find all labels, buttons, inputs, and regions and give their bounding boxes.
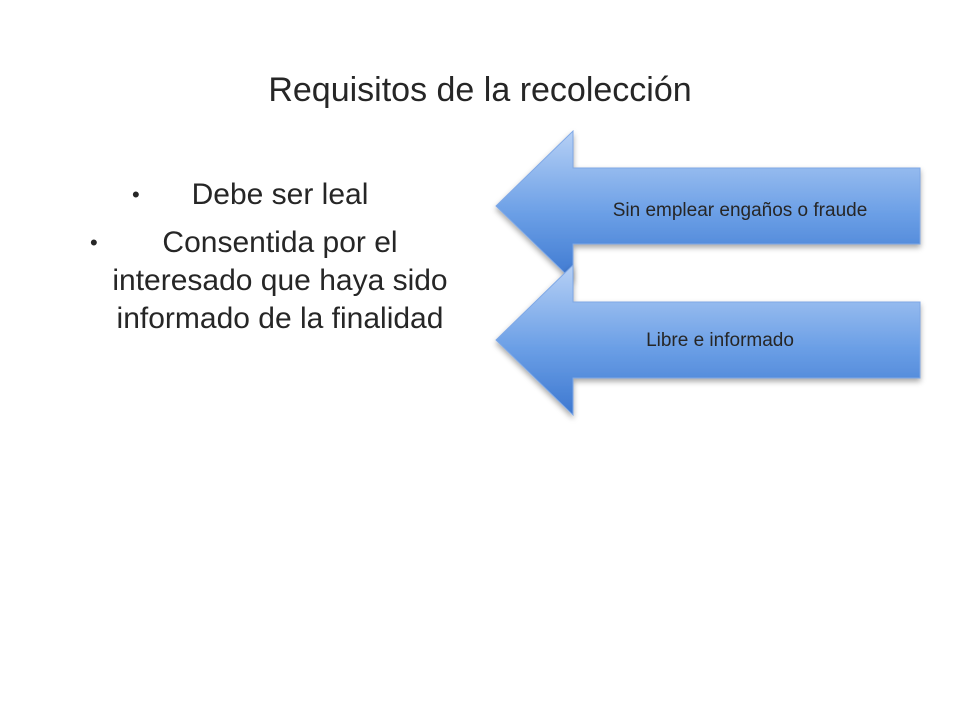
bullet-item: • Debe ser leal — [90, 176, 470, 214]
bullet-text: Consentida por el interesado que haya si… — [112, 226, 448, 335]
arrow-label-1: Sin emplear engaños o fraude — [612, 200, 868, 221]
bullet-dot-icon: • — [90, 230, 98, 255]
arrow-label-2: Libre e informado — [646, 330, 794, 351]
bullet-text: Debe ser leal — [191, 178, 369, 211]
bullet-item: • Consentida por el interesado que haya … — [90, 224, 470, 338]
bullet-dot-icon: • — [132, 182, 140, 207]
left-arrow-shape-2 — [495, 263, 921, 417]
bullet-list: • Debe ser leal • Consentida por el inte… — [90, 176, 470, 348]
slide-title: Requisitos de la recolección — [268, 71, 692, 109]
